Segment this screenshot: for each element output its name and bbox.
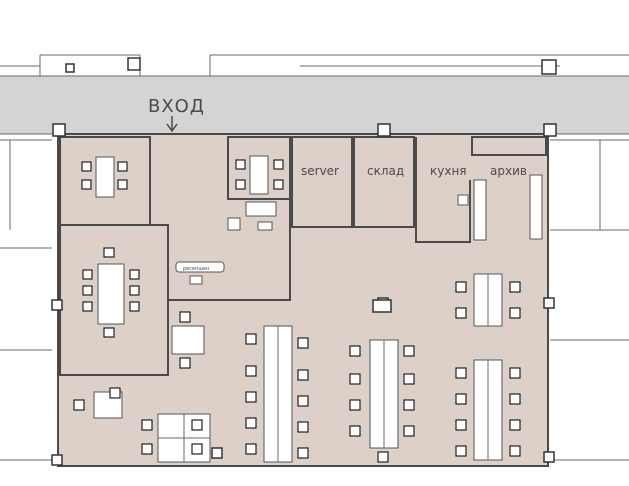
workspace-block-3 xyxy=(455,273,521,461)
workspace-left xyxy=(73,311,211,463)
entrance-arrow-icon xyxy=(166,116,178,133)
meeting-room-top xyxy=(235,155,284,195)
workspace-block-2 xyxy=(349,339,415,463)
side-walls xyxy=(0,139,629,461)
entrance-label: ВХОД xyxy=(148,96,205,117)
workspace-block-1 xyxy=(245,325,309,463)
reception-desk xyxy=(175,261,225,285)
columns xyxy=(51,123,557,466)
archive-label: архив xyxy=(490,164,527,178)
server-room-label: server xyxy=(301,164,339,178)
kitchen-archive-furniture xyxy=(457,174,543,241)
kitchen-label: кухня xyxy=(430,164,467,178)
conference-room xyxy=(82,247,140,338)
corridor xyxy=(0,76,629,134)
reception-label: ресепшен xyxy=(183,266,209,272)
lounge-sofa xyxy=(227,201,277,231)
meeting-room-small xyxy=(81,156,128,198)
office-floor xyxy=(58,134,548,466)
warehouse-label: склад xyxy=(367,164,404,178)
